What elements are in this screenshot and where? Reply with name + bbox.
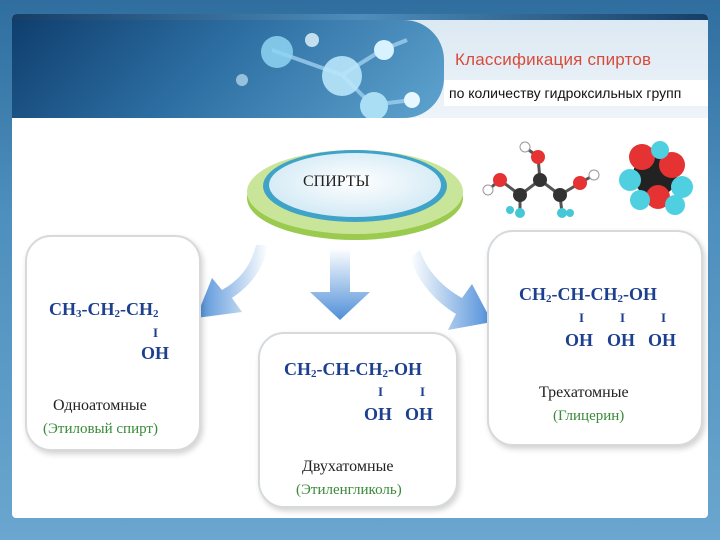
banner-stripe: [12, 14, 708, 20]
header-banner: Классификация спиртов по количеству гидр…: [12, 14, 708, 118]
arrow-center: [310, 248, 370, 320]
card-title: Двухатомные: [302, 458, 394, 475]
card-dihydric: CH2-CH-CH2-OH I I OH OH Двухатомные (Эти…: [258, 332, 458, 508]
oh-group-2: OH: [607, 330, 636, 350]
card-title: Трехатомные: [539, 384, 629, 401]
bond-line-2: I: [420, 384, 426, 399]
bond-line-1: I: [579, 310, 585, 325]
card-example: (Глицерин): [553, 408, 625, 424]
arrow-right: [410, 250, 492, 330]
arrow-left: [196, 245, 268, 318]
formula-top: CH2-CH-CH2-OH: [519, 284, 657, 305]
card-example: (Этиленгликоль): [296, 482, 402, 498]
card-title: Одноатомные: [53, 397, 147, 414]
oh-group-1: OH: [565, 330, 594, 350]
glycerol-molecule-models: [482, 141, 693, 218]
oh-group: OH: [141, 343, 170, 363]
formula-top: CH2-CH-CH2-OH: [284, 359, 422, 380]
hub-label: СПИРТЫ: [303, 173, 370, 190]
hub-ellipse: [247, 150, 463, 240]
oh-group-3: OH: [648, 330, 677, 350]
bond-line-2: I: [620, 310, 626, 325]
formula-top: CH3-CH2-CH2: [49, 299, 159, 320]
slide-title: Классификация спиртов: [455, 50, 652, 69]
molecule-banner-image: [12, 20, 444, 118]
oh-group-1: OH: [364, 404, 393, 424]
card-example: (Этиловый спирт): [43, 421, 158, 437]
bond-line: I: [153, 325, 159, 340]
slide-subtitle: по количеству гидроксильных групп: [449, 85, 682, 101]
card-trihydric: CH2-CH-CH2-OH I I I OH OH OH Трехатомные…: [487, 230, 703, 446]
bond-line-1: I: [378, 384, 384, 399]
bond-line-3: I: [661, 310, 667, 325]
oh-group-2: OH: [405, 404, 434, 424]
subtitle-bar: [444, 80, 708, 106]
card-monohydric: CH3-CH2-CH2 I OH Одноатомные (Этиловый с…: [25, 235, 201, 451]
molecule-illustration: [236, 33, 420, 118]
